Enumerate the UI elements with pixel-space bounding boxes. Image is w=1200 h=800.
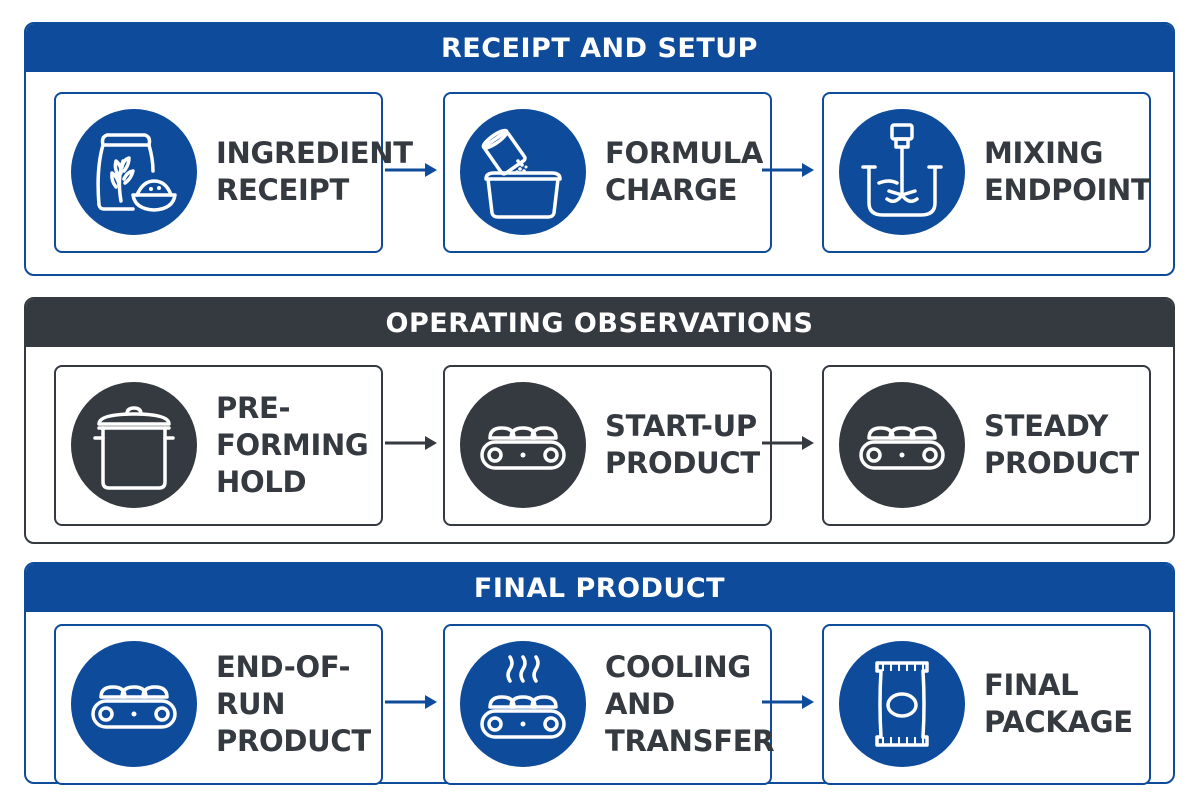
- step-ingredient-receipt: INGREDIENT RECEIPT: [54, 92, 413, 253]
- step-label-line1: FORMULA: [605, 136, 764, 170]
- ingredient-bag-icon: [71, 109, 197, 235]
- step-label-line2: PACKAGE: [984, 705, 1133, 739]
- step-final-package: FINAL PACKAGE: [822, 624, 1151, 785]
- pour-into-bowl-icon: [460, 109, 586, 235]
- step-label-line1: MIXING: [984, 136, 1104, 170]
- flow-arrow: [383, 692, 441, 712]
- step-label-line2: TRANSFER: [605, 723, 775, 758]
- section-title: OPERATING OBSERVATIONS: [26, 299, 1173, 347]
- step-label-line1: FINAL: [984, 668, 1079, 702]
- conveyor-icon: [460, 382, 586, 508]
- step-label-line2: PRODUCT: [984, 446, 1139, 480]
- step-pre-forming-hold: PRE-FORMING HOLD: [54, 365, 383, 526]
- step-formula-charge: FORMULA CHARGE: [443, 92, 772, 253]
- step-label-line2: CHARGE: [605, 173, 738, 207]
- pot-icon: [71, 382, 197, 508]
- step-label-line1: COOLING AND: [605, 649, 751, 721]
- flow-arrow: [383, 160, 441, 180]
- step-label-line1: PRE-FORMING: [216, 390, 369, 462]
- step-label-line1: END-OF-RUN: [216, 649, 351, 721]
- flow-arrow: [760, 692, 818, 712]
- section-title: FINAL PRODUCT: [26, 564, 1173, 612]
- cooling-conveyor-icon: [460, 641, 586, 767]
- step-label-line1: INGREDIENT: [216, 136, 413, 170]
- conveyor-icon: [839, 382, 965, 508]
- step-label-line2: ENDPOINT: [984, 173, 1151, 207]
- step-label-line2: HOLD: [216, 464, 307, 499]
- flow-arrow: [383, 433, 441, 453]
- step-steady-product: STEADY PRODUCT: [822, 365, 1151, 526]
- package-icon: [839, 641, 965, 767]
- section-title: RECEIPT AND SETUP: [26, 24, 1173, 72]
- conveyor-icon: [71, 641, 197, 767]
- flow-arrow: [760, 433, 818, 453]
- step-label-line1: STEADY: [984, 409, 1109, 443]
- step-label-line2: PRODUCT: [216, 723, 371, 758]
- flow-arrow: [760, 160, 818, 180]
- mixer-icon: [839, 109, 965, 235]
- step-end-of-run-product: END-OF-RUN PRODUCT: [54, 624, 383, 785]
- step-label-line1: START-UP: [605, 409, 757, 443]
- step-mixing-endpoint: MIXING ENDPOINT: [822, 92, 1151, 253]
- step-start-up-product: START-UP PRODUCT: [443, 365, 772, 526]
- step-cooling-and-transfer: COOLING AND TRANSFER: [443, 624, 775, 785]
- step-label-line2: PRODUCT: [605, 446, 760, 480]
- step-label-line2: RECEIPT: [216, 173, 349, 207]
